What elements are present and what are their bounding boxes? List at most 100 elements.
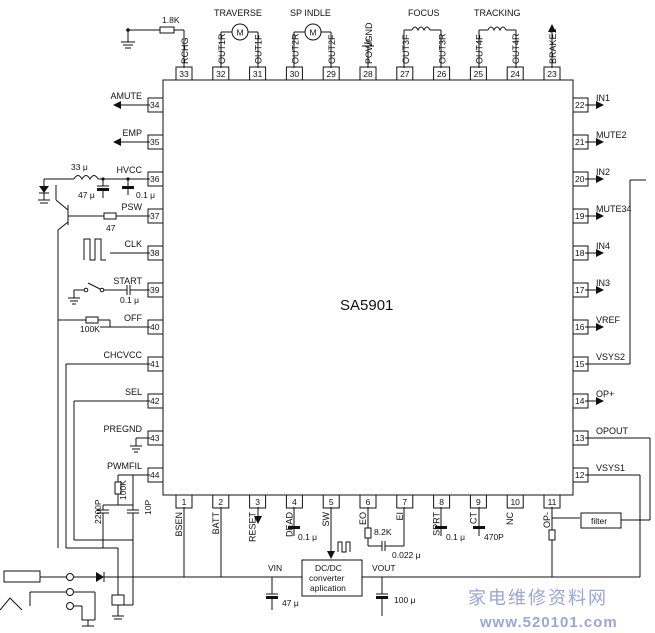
right-wiring: [585, 101, 650, 476]
motor-symbol: M: [237, 28, 244, 38]
pin-label: PSW: [121, 202, 142, 212]
pin-label: OUT2F: [327, 34, 337, 64]
pin-number: 32: [216, 69, 226, 79]
pin-number: 43: [150, 433, 160, 443]
pin-box: [506, 66, 524, 81]
coil-icon: [487, 26, 507, 32]
pwmfil-cap2200-value: 2200P: [93, 499, 103, 524]
pin-number: 35: [150, 137, 160, 147]
focus-coil: FOCUS: [403, 8, 442, 68]
pin-label: VSYS2: [596, 352, 625, 362]
pin-number: 19: [575, 211, 585, 221]
rchg-network: 1.8K: [121, 15, 185, 68]
dcdc-line3: aplication: [310, 583, 346, 593]
pin-label: OFF: [124, 313, 142, 323]
hvcc-network: 33 μ 47 μ 0.1 μ: [38, 162, 155, 204]
pin-box: [433, 66, 451, 81]
connector-box: [3, 570, 41, 583]
pin-number: 20: [575, 174, 585, 184]
pin-number: 5: [329, 497, 334, 507]
focus-label: FOCUS: [408, 8, 440, 18]
off-resistor-value: 100K: [80, 324, 100, 334]
pin-label: PWMFIL: [107, 461, 142, 471]
off-network: 100K: [58, 316, 150, 334]
dcdc-line1: DC/DC: [315, 563, 342, 573]
pin-number: 10: [510, 497, 520, 507]
diode-icon: [96, 572, 104, 582]
pin-number: 38: [150, 248, 160, 258]
pin-number: 33: [179, 69, 189, 79]
pin-label: SW: [321, 511, 331, 526]
resistor-opminus: [548, 529, 556, 541]
pin-number: 17: [575, 285, 585, 295]
tracking-coil: TRACKING: [474, 8, 521, 68]
pin-number: 12: [575, 470, 585, 480]
pin-label: RESET: [248, 512, 258, 543]
pin-box: [396, 66, 414, 81]
brake1-arrow: [548, 24, 556, 68]
start-cap-value: 0.1 μ: [120, 295, 139, 305]
pin-number: 29: [326, 69, 336, 79]
pin-number: 28: [363, 69, 373, 79]
switch-icon: [87, 282, 101, 290]
pin-label: OP-: [542, 512, 552, 528]
top-pins: 33RCHG32OUT1R31OUT1F30OUT2R29OUT2F28POWG…: [175, 22, 561, 81]
watermark-cn: 家电维修资料网: [468, 588, 608, 609]
pin-label: BSEN: [174, 512, 184, 537]
watermark: 家电维修资料网 www.520101.com: [468, 588, 618, 631]
vout-label: VOUT: [372, 563, 396, 573]
eo-cap-value: 0.022 μ: [392, 550, 421, 560]
pin-label: IN2: [596, 167, 610, 177]
spindle-motor: SP INDLE M: [290, 8, 332, 68]
pin-number: 25: [474, 69, 484, 79]
pin-number: 11: [548, 497, 557, 507]
rchg-value: 1.8K: [162, 15, 180, 25]
lower-left-wiring: 2200P 100K 10P: [65, 363, 153, 548]
pin-number: 16: [575, 322, 585, 332]
vin-cap-value: 47 μ: [282, 598, 299, 608]
pin-label: MUTE34: [596, 204, 632, 214]
motor-icon: [231, 23, 249, 41]
pin-number: 39: [150, 285, 160, 295]
dcdc-line2: converter: [309, 573, 345, 583]
pin-number: 8: [439, 497, 444, 507]
pin-box: [506, 494, 524, 509]
pwmfil-r100k-value: 100K: [118, 480, 128, 500]
ic-body: [162, 79, 574, 496]
pin-label: START: [113, 276, 142, 286]
inductor-icon: [73, 175, 99, 181]
resistor-eo: [364, 527, 372, 539]
pin-number: 1: [182, 497, 187, 507]
pin-label: EO: [358, 512, 368, 525]
pin-label: OUT1F: [254, 34, 264, 64]
resistor-off: [85, 316, 99, 324]
watermark-url: www.520101.com: [479, 614, 618, 631]
tracking-label: TRACKING: [474, 8, 521, 18]
input-circuit: [0, 539, 134, 627]
dead-cap-value: 0.1 μ: [298, 532, 317, 542]
motor-icon: [304, 23, 322, 41]
powgnd-ground: [362, 39, 374, 68]
pin-number: 27: [400, 69, 410, 79]
pin-label: SEL: [125, 387, 142, 397]
filter-label: filter: [591, 516, 607, 526]
pin-label: NC: [505, 512, 515, 525]
eo-resistor-value: 8.2K: [374, 527, 392, 537]
pin-box: [469, 66, 487, 81]
pin-label: CHCVCC: [103, 350, 142, 360]
pin-label: EI: [395, 512, 405, 521]
pin-label: OUT2R: [290, 33, 300, 64]
diode-icon: [39, 186, 49, 193]
pin-number: 34: [150, 100, 160, 110]
vout-cap-value: 100 μ: [394, 595, 416, 605]
pin-number: 18: [575, 248, 585, 258]
pin-number: 23: [547, 69, 557, 79]
pin-number: 6: [366, 497, 371, 507]
psw-resistor-value: 47: [106, 223, 116, 233]
resistor-rchg: [159, 26, 175, 34]
bottom-pins: 1BSEN2BATT3RESET4DEAD5SW6EO7EI8SPRT9CT10…: [174, 494, 561, 543]
vin-label: VIN: [268, 563, 282, 573]
pin-label: IN4: [596, 241, 610, 251]
pin-label: OUT1R: [217, 33, 227, 64]
